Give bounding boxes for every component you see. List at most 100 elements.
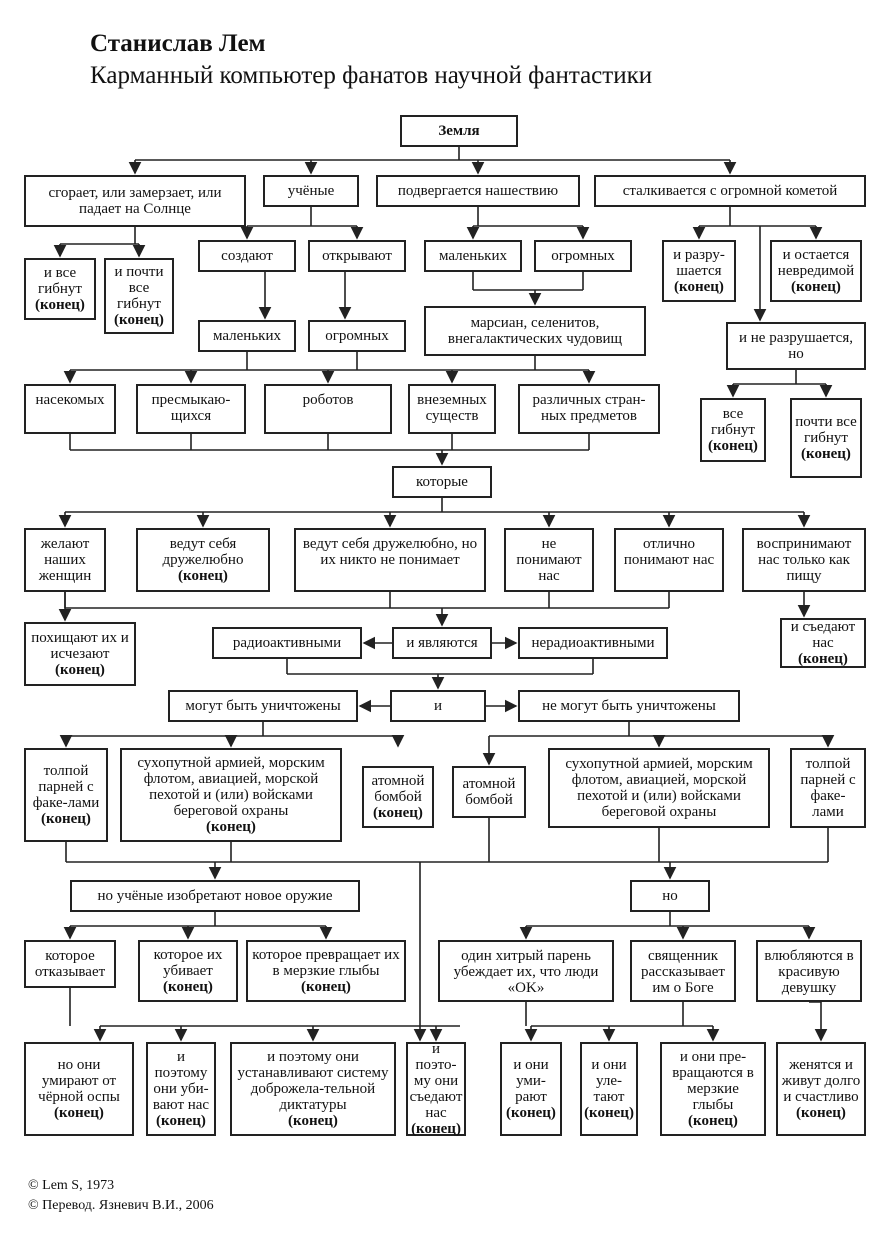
end-label: (конец) <box>506 1105 556 1121</box>
node-label: один хитрый парень убеждает их, что люди… <box>453 948 599 996</box>
node-malenkih-top: маленьких <box>424 240 522 272</box>
node-otkryvayut: открывают <box>308 240 406 272</box>
node-label: которое отказывает <box>34 948 106 980</box>
node-label: но учёные изобретают новое оружие <box>97 888 333 904</box>
node-label: и являются <box>406 635 478 651</box>
node-ubivaet: которое их убивает(конец) <box>138 940 238 1002</box>
node-oni-umirayut: и они уми-рают(конец) <box>500 1042 562 1136</box>
node-label: радиоактивными <box>232 635 342 651</box>
node-label: женятся и живут долго и счастливо <box>781 1057 861 1105</box>
node-ne-mogut: не могут быть уничтожены <box>518 690 740 722</box>
end-label: (конец) <box>301 979 351 995</box>
node-label: отлично понимают нас <box>623 536 715 568</box>
node-label: маленьких <box>438 248 507 264</box>
node-oni-uletayut: и они уле-тают(конец) <box>580 1042 638 1136</box>
node-label: нерадиоактивными <box>531 635 655 651</box>
node-oni-prevrashchayutsya: и они пре-вращаются в мерзкие глыбы(коне… <box>660 1042 766 1136</box>
node-sgoraet: сгорает, или замерзает, или падает на Со… <box>24 175 246 227</box>
node-nasekomyh: насекомых <box>24 384 116 434</box>
node-label: и поэто-му они съедают нас <box>409 1041 463 1121</box>
node-razlichnyh: различных стран-ных предметов <box>518 384 660 434</box>
node-ostaetsya: и остается невредимой(конец) <box>770 240 862 302</box>
node-label: и <box>433 698 443 714</box>
node-label: маленьких <box>212 328 281 344</box>
node-malenkih-mid: маленьких <box>198 320 296 352</box>
node-ne-ponimayut: не понимают нас <box>504 528 594 592</box>
node-vedut-nikto: ведут себя дружелюбно, но их никто не по… <box>294 528 486 592</box>
node-label: атомной бомбой <box>371 773 425 805</box>
node-label: внеземных существ <box>417 392 487 424</box>
node-vse-gibnut2: все гибнут(конец) <box>700 398 766 462</box>
node-label: и съедают нас <box>790 619 856 651</box>
node-label: воспринимают нас только как пищу <box>756 536 852 584</box>
node-zhenyatsya: женятся и живут долго и счастливо(конец) <box>776 1042 866 1136</box>
node-tolpoy-r: толпой парней с факе-лами <box>790 748 866 828</box>
node-ogromnyh-top: огромных <box>534 240 632 272</box>
end-label: (конец) <box>373 805 423 821</box>
node-vnezemnyh: внеземных существ <box>408 384 496 434</box>
node-label: толпой парней с факе-лами <box>800 756 856 820</box>
end-label: (конец) <box>584 1105 634 1121</box>
node-label: почти все гибнут <box>795 414 857 446</box>
node-otlichno: отлично понимают нас <box>614 528 724 592</box>
node-label: священник рассказывает им о Боге <box>641 948 725 996</box>
copyright-translation: © Перевод. Язневич В.И., 2006 <box>28 1198 214 1213</box>
node-vse-gibnut1: и все гибнут(конец) <box>24 258 96 320</box>
node-svyashchennik: священник рассказывает им о Боге <box>630 940 736 1002</box>
node-label: не понимают нас <box>516 536 582 584</box>
node-label: создают <box>221 248 273 264</box>
node-zemlya: Земля <box>400 115 518 147</box>
node-label: насекомых <box>35 392 105 408</box>
node-label: которые <box>416 474 468 490</box>
node-label: сухопутной армией, морским флотом, авиац… <box>565 756 753 820</box>
node-label: марсиан, селенитов, внегалактических чуд… <box>447 315 623 347</box>
node-atomnoy-l: атомной бомбой(конец) <box>362 766 434 828</box>
node-label: Земля <box>438 123 480 139</box>
node-vosprinimayut: воспринимают нас только как пищу <box>742 528 866 592</box>
node-nashestvie: подвергается нашествию <box>376 175 580 207</box>
node-sedayut-nas: и съедают нас(конец) <box>780 618 866 668</box>
node-label: и разру-шается <box>673 247 725 279</box>
node-robotov: роботов <box>264 384 392 434</box>
node-kometa: сталкивается с огромной кометой <box>594 175 866 207</box>
node-pochti-vse-gibnut1: и почти все гибнут(конец) <box>104 258 174 334</box>
node-label: толпой парней с факе-лами <box>32 763 100 811</box>
node-label: желают наших женщин <box>38 536 92 584</box>
end-label: (конец) <box>801 446 851 462</box>
end-label: (конец) <box>796 1105 846 1121</box>
end-label: (конец) <box>688 1113 738 1129</box>
node-pochti-vse-gibnut2: почти все гибнут(конец) <box>790 398 862 478</box>
node-poetomu-ubivayut: и поэтому они уби-вают нас(конец) <box>146 1042 216 1136</box>
end-label: (конец) <box>708 438 758 454</box>
node-marsian: марсиан, селенитов, внегалактических чуд… <box>424 306 646 356</box>
end-label: (конец) <box>35 297 85 313</box>
node-kotorye: которые <box>392 466 492 498</box>
node-label: сухопутной армией, морским флотом, авиац… <box>137 755 325 819</box>
end-label: (конец) <box>674 279 724 295</box>
node-ne-razrushaetsya: и не разрушается, но <box>726 322 866 370</box>
node-zhelayut: желают наших женщин <box>24 528 106 592</box>
end-label: (конец) <box>411 1121 461 1137</box>
node-label: открывают <box>322 248 392 264</box>
node-mogut: могут быть уничтожены <box>168 690 358 722</box>
end-label: (конец) <box>114 312 164 328</box>
node-label: и они уле-тают <box>591 1057 627 1105</box>
node-label: ведут себя дружелюбно, но их никто не по… <box>302 536 478 568</box>
node-label: и они пре-вращаются в мерзкие глыбы <box>672 1049 754 1113</box>
node-vlyublyayutsya: влюбляются в красивую девушку <box>756 940 862 1002</box>
end-label: (конец) <box>178 568 228 584</box>
end-label: (конец) <box>163 979 213 995</box>
end-label: (конец) <box>55 662 105 678</box>
node-razrushaetsya: и разру-шается(конец) <box>662 240 736 302</box>
end-label: (конец) <box>288 1113 338 1129</box>
node-label: подвергается нашествию <box>397 183 559 199</box>
end-label: (конец) <box>206 819 256 835</box>
node-poetomu-diktatura: и поэтому они устанавливают систему добр… <box>230 1042 396 1136</box>
node-armiey-l: сухопутной армией, морским флотом, авиац… <box>120 748 342 842</box>
node-label: роботов <box>302 392 354 408</box>
node-atomnoy-r: атомной бомбой <box>452 766 526 818</box>
node-presmykayu: пресмыкаю-щихся <box>136 384 246 434</box>
end-label: (конец) <box>156 1113 206 1129</box>
node-vedut-sebya: ведут себя дружелюбно(конец) <box>136 528 270 592</box>
